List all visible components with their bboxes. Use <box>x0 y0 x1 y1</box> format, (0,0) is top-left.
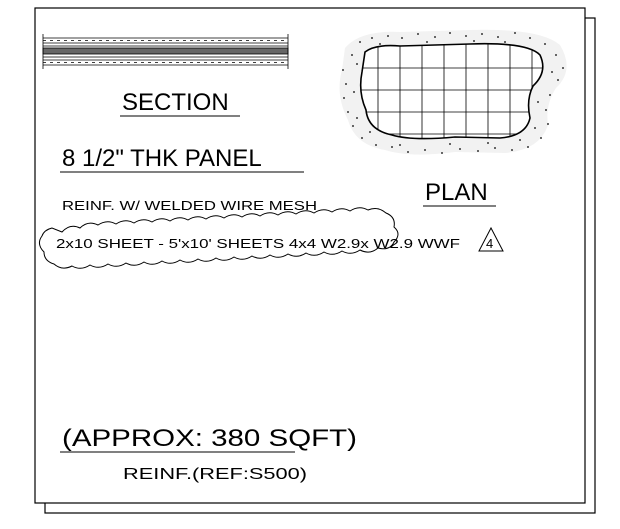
section-detail <box>42 34 289 69</box>
plan-slab-outline <box>359 42 544 140</box>
revision-number: 4 <box>486 236 493 251</box>
reference-label: REINF.(REF:S500) <box>123 466 307 483</box>
plan-stipple-dots <box>342 32 564 154</box>
plan-title: PLAN <box>425 179 488 206</box>
revision-triangle-icon <box>478 226 504 252</box>
section-title: SECTION <box>122 89 229 116</box>
area-label: (APPROX: 380 SQFT) <box>62 425 357 452</box>
plan-detail <box>339 29 567 155</box>
revision-cloud <box>38 207 399 269</box>
reinforcement-note: REINF. W/ WELDED WIRE MESH <box>62 198 317 213</box>
revision-cloud-text: 2x10 SHEET - 5'x10' SHEETS 4x4 W2.9x W2.… <box>56 236 460 251</box>
panel-heading: 8 1/2" THK PANEL <box>62 145 262 172</box>
